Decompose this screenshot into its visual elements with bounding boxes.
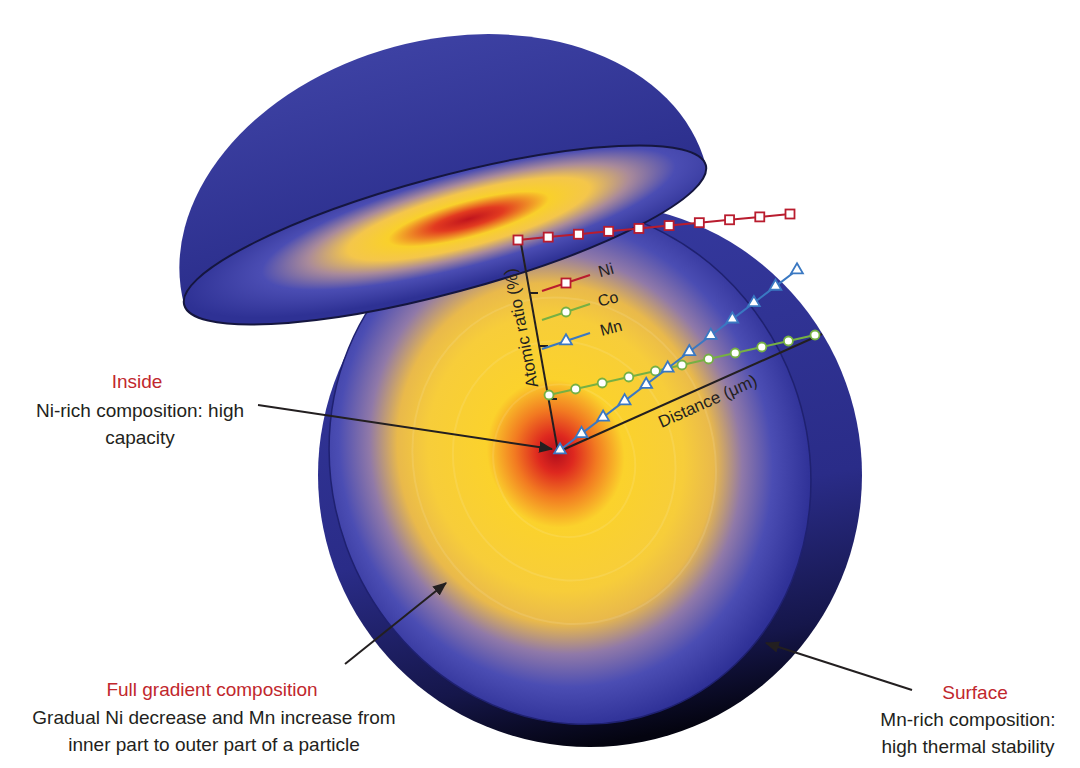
square-marker [695, 218, 704, 227]
triangle-marker [662, 361, 674, 371]
square-marker [514, 236, 523, 245]
square-marker [574, 230, 583, 239]
triangle-marker [683, 345, 695, 355]
square-marker [562, 279, 571, 288]
leader-arrow [258, 405, 552, 449]
circle-marker [624, 373, 633, 382]
triangle-marker [554, 443, 566, 453]
particle-cap [134, 0, 721, 361]
circle-marker [731, 349, 740, 358]
data-series [554, 263, 803, 453]
triangle-marker [705, 329, 717, 339]
callout-heading: Surface [942, 682, 1007, 705]
series-line [518, 214, 790, 240]
series-line [549, 335, 815, 395]
triangle-marker [619, 394, 631, 404]
legend-sample [542, 333, 590, 349]
triangle-marker [640, 378, 652, 388]
composition-ring [367, 254, 762, 667]
axis-title: Atomic ratio (%) [500, 267, 543, 390]
circle-marker [784, 337, 793, 346]
axis-title: Distance (μm) [655, 371, 760, 433]
x-axis [558, 334, 822, 452]
triangle-marker [597, 410, 609, 420]
composition-ring [472, 364, 656, 557]
inset-chart [514, 210, 823, 454]
legend-line [542, 275, 590, 291]
square-marker [755, 212, 764, 221]
data-series [545, 331, 820, 400]
triangle-marker [791, 263, 803, 273]
square-marker [725, 215, 734, 224]
circle-marker [598, 379, 607, 388]
leader-arrow [345, 583, 446, 664]
legend-label: Mn [598, 316, 624, 340]
square-marker [634, 224, 643, 233]
composition-ring [419, 309, 709, 612]
circle-marker [545, 391, 554, 400]
legend-label: Co [596, 287, 621, 311]
callout-text: Gradual Ni decrease and Mn increase from… [14, 704, 414, 758]
leader-arrow [766, 643, 912, 690]
triangle-marker [726, 312, 738, 322]
square-marker [604, 227, 613, 236]
legend-sample [542, 275, 590, 291]
circle-marker [757, 343, 766, 352]
axis-tick [530, 292, 538, 294]
callout-heading: Full gradient composition [106, 679, 317, 702]
square-marker [544, 233, 553, 242]
triangle-marker [748, 296, 760, 306]
square-marker [786, 210, 795, 219]
circle-marker [571, 385, 580, 394]
triangle-marker [560, 334, 572, 344]
circle-marker [704, 355, 713, 364]
callout-text: Ni-rich composition: high capacity [33, 397, 248, 451]
cap-underside [169, 109, 721, 361]
triangle-marker [576, 427, 588, 437]
triangle-marker [770, 280, 782, 290]
data-series [514, 210, 795, 245]
legend-line [542, 304, 590, 320]
legend-line [542, 333, 590, 349]
callout-text: Mn-rich composition: high thermal stabil… [863, 706, 1073, 760]
series-line [560, 270, 797, 450]
circle-marker [562, 308, 571, 317]
legend-sample [542, 304, 590, 320]
square-marker [665, 221, 674, 230]
circle-marker [678, 361, 687, 370]
callout-heading: Inside [112, 371, 163, 394]
circle-marker [811, 331, 820, 340]
legend-label: Ni [596, 259, 616, 281]
